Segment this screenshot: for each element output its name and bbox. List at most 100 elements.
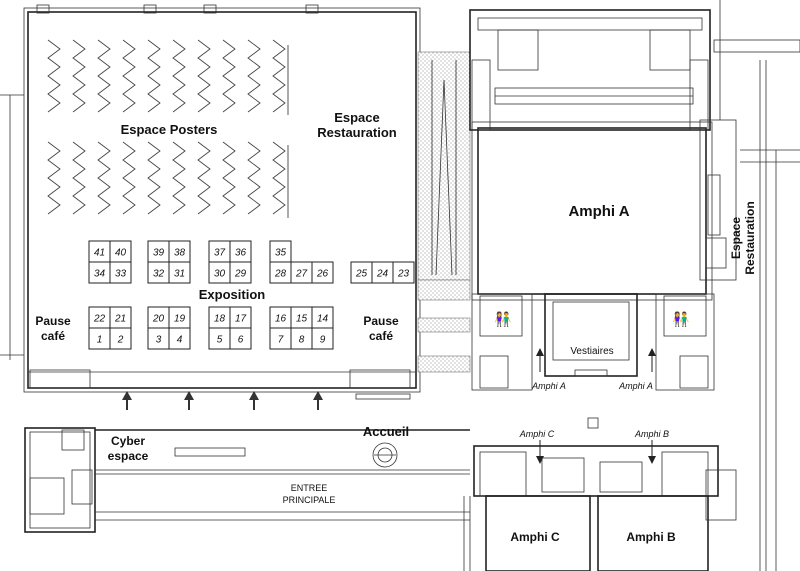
- booth-15[interactable]: 15: [290, 306, 313, 329]
- booth-30[interactable]: 30: [208, 261, 231, 284]
- amphi-bc-building: [463, 417, 737, 571]
- booth-20[interactable]: 20: [147, 306, 170, 329]
- booth-36[interactable]: 36: [229, 240, 252, 263]
- amphi-a-entry-right: Amphi A: [618, 381, 653, 391]
- booth-39[interactable]: 39: [147, 240, 170, 263]
- foyer-corridor: [95, 429, 470, 521]
- booth-27[interactable]: 27: [290, 261, 313, 284]
- booth-number: 26: [316, 269, 329, 280]
- booth-31[interactable]: 31: [168, 261, 191, 284]
- poster-board: [172, 141, 186, 215]
- poster-board: [197, 39, 211, 113]
- booth-6[interactable]: 6: [229, 327, 252, 350]
- booth-41[interactable]: 41: [88, 240, 111, 263]
- booth-7[interactable]: 7: [269, 327, 292, 350]
- poster-board: [72, 39, 86, 113]
- booth-38[interactable]: 38: [168, 240, 191, 263]
- entrance-arrow-icon: [122, 391, 132, 410]
- entrance-arrow-icon: [313, 391, 323, 410]
- booth-21[interactable]: 21: [109, 306, 132, 329]
- cyber-building: [24, 427, 96, 533]
- booth-number: 39: [153, 248, 165, 259]
- booth-number: 19: [174, 314, 186, 325]
- amphi-b-label: Amphi B: [626, 530, 676, 544]
- poster-board: [147, 141, 161, 215]
- booth-box: [350, 261, 373, 284]
- entrance-arrow-icon: [184, 391, 194, 410]
- poster-board: [122, 39, 136, 113]
- booth-number: 35: [275, 248, 287, 259]
- booth-number: 31: [174, 269, 185, 280]
- booth-2[interactable]: 2: [109, 327, 132, 350]
- booth-box: [208, 240, 231, 263]
- poster-board: [72, 141, 86, 215]
- vestiaires-label: Vestiaires: [570, 346, 613, 357]
- booth-number: 6: [238, 335, 244, 346]
- poster-board: [222, 39, 236, 113]
- poster-board: [97, 39, 111, 113]
- booth-number: 3: [156, 335, 162, 346]
- booth-box: [269, 306, 292, 329]
- booth-box: [88, 306, 111, 329]
- booth-24[interactable]: 24: [371, 261, 394, 284]
- booth-40[interactable]: 40: [109, 240, 132, 263]
- booth-9[interactable]: 9: [311, 327, 334, 350]
- pause-cafe-left-1: Pause: [35, 314, 71, 328]
- booth-number: 16: [275, 314, 287, 325]
- booth-5[interactable]: 5: [208, 327, 231, 350]
- poster-board: [97, 141, 111, 215]
- booth-26[interactable]: 26: [311, 261, 334, 284]
- hall-facade: [28, 369, 416, 400]
- booth-32[interactable]: 32: [147, 261, 170, 284]
- booth-22[interactable]: 22: [88, 306, 111, 329]
- poster-board: [197, 141, 211, 215]
- booth-number: 32: [153, 269, 165, 280]
- amphi-a-building: [469, 0, 800, 571]
- poster-board: [272, 39, 286, 113]
- booth-28[interactable]: 28: [269, 261, 292, 284]
- booth-1[interactable]: 1: [88, 327, 111, 350]
- booth-box: [147, 240, 170, 263]
- booth-35[interactable]: 35: [269, 240, 292, 263]
- espace-restauration-label-1: Espace: [334, 110, 380, 125]
- cyber-label-2: espace: [108, 449, 149, 463]
- booth-18[interactable]: 18: [208, 306, 231, 329]
- booth-number: 14: [317, 314, 329, 325]
- booth-34[interactable]: 34: [88, 261, 111, 284]
- entrance-arrows: [122, 391, 323, 410]
- booth-25[interactable]: 25: [350, 261, 373, 284]
- booth-29[interactable]: 29: [229, 261, 252, 284]
- espace-restauration-label-2: Restauration: [317, 125, 397, 140]
- booth-number: 41: [94, 248, 105, 259]
- amphi-c-label: Amphi C: [510, 530, 560, 544]
- booth-23[interactable]: 23: [392, 261, 415, 284]
- booth-8[interactable]: 8: [290, 327, 313, 350]
- booth-17[interactable]: 17: [229, 306, 252, 329]
- booth-number: 8: [299, 335, 305, 346]
- booth-19[interactable]: 19: [168, 306, 191, 329]
- booth-16[interactable]: 16: [269, 306, 292, 329]
- booth-number: 34: [94, 269, 106, 280]
- poster-board: [147, 39, 161, 113]
- poster-board: [222, 141, 236, 215]
- pause-cafe-right-2: café: [369, 329, 393, 343]
- amphi-entry-arrows: [536, 348, 656, 464]
- amphi-b-entry-label: Amphi B: [634, 429, 669, 439]
- booth-number: 28: [274, 269, 287, 280]
- booth-33[interactable]: 33: [109, 261, 132, 284]
- booth-4[interactable]: 4: [168, 327, 191, 350]
- booth-number: 29: [234, 269, 247, 280]
- booth-37[interactable]: 37: [208, 240, 231, 263]
- amphi-a-label: Amphi A: [568, 203, 629, 220]
- poster-board: [47, 39, 61, 113]
- booth-number: 30: [214, 269, 226, 280]
- booth-14[interactable]: 14: [311, 306, 334, 329]
- booth-number: 36: [235, 248, 247, 259]
- booth-3[interactable]: 3: [147, 327, 170, 350]
- poster-boards: [47, 39, 289, 218]
- espace-posters-label: Espace Posters: [121, 122, 218, 137]
- amphi-a-entry-left: Amphi A: [531, 381, 566, 391]
- booth-number: 24: [376, 269, 389, 280]
- exposition-label: Exposition: [199, 287, 266, 302]
